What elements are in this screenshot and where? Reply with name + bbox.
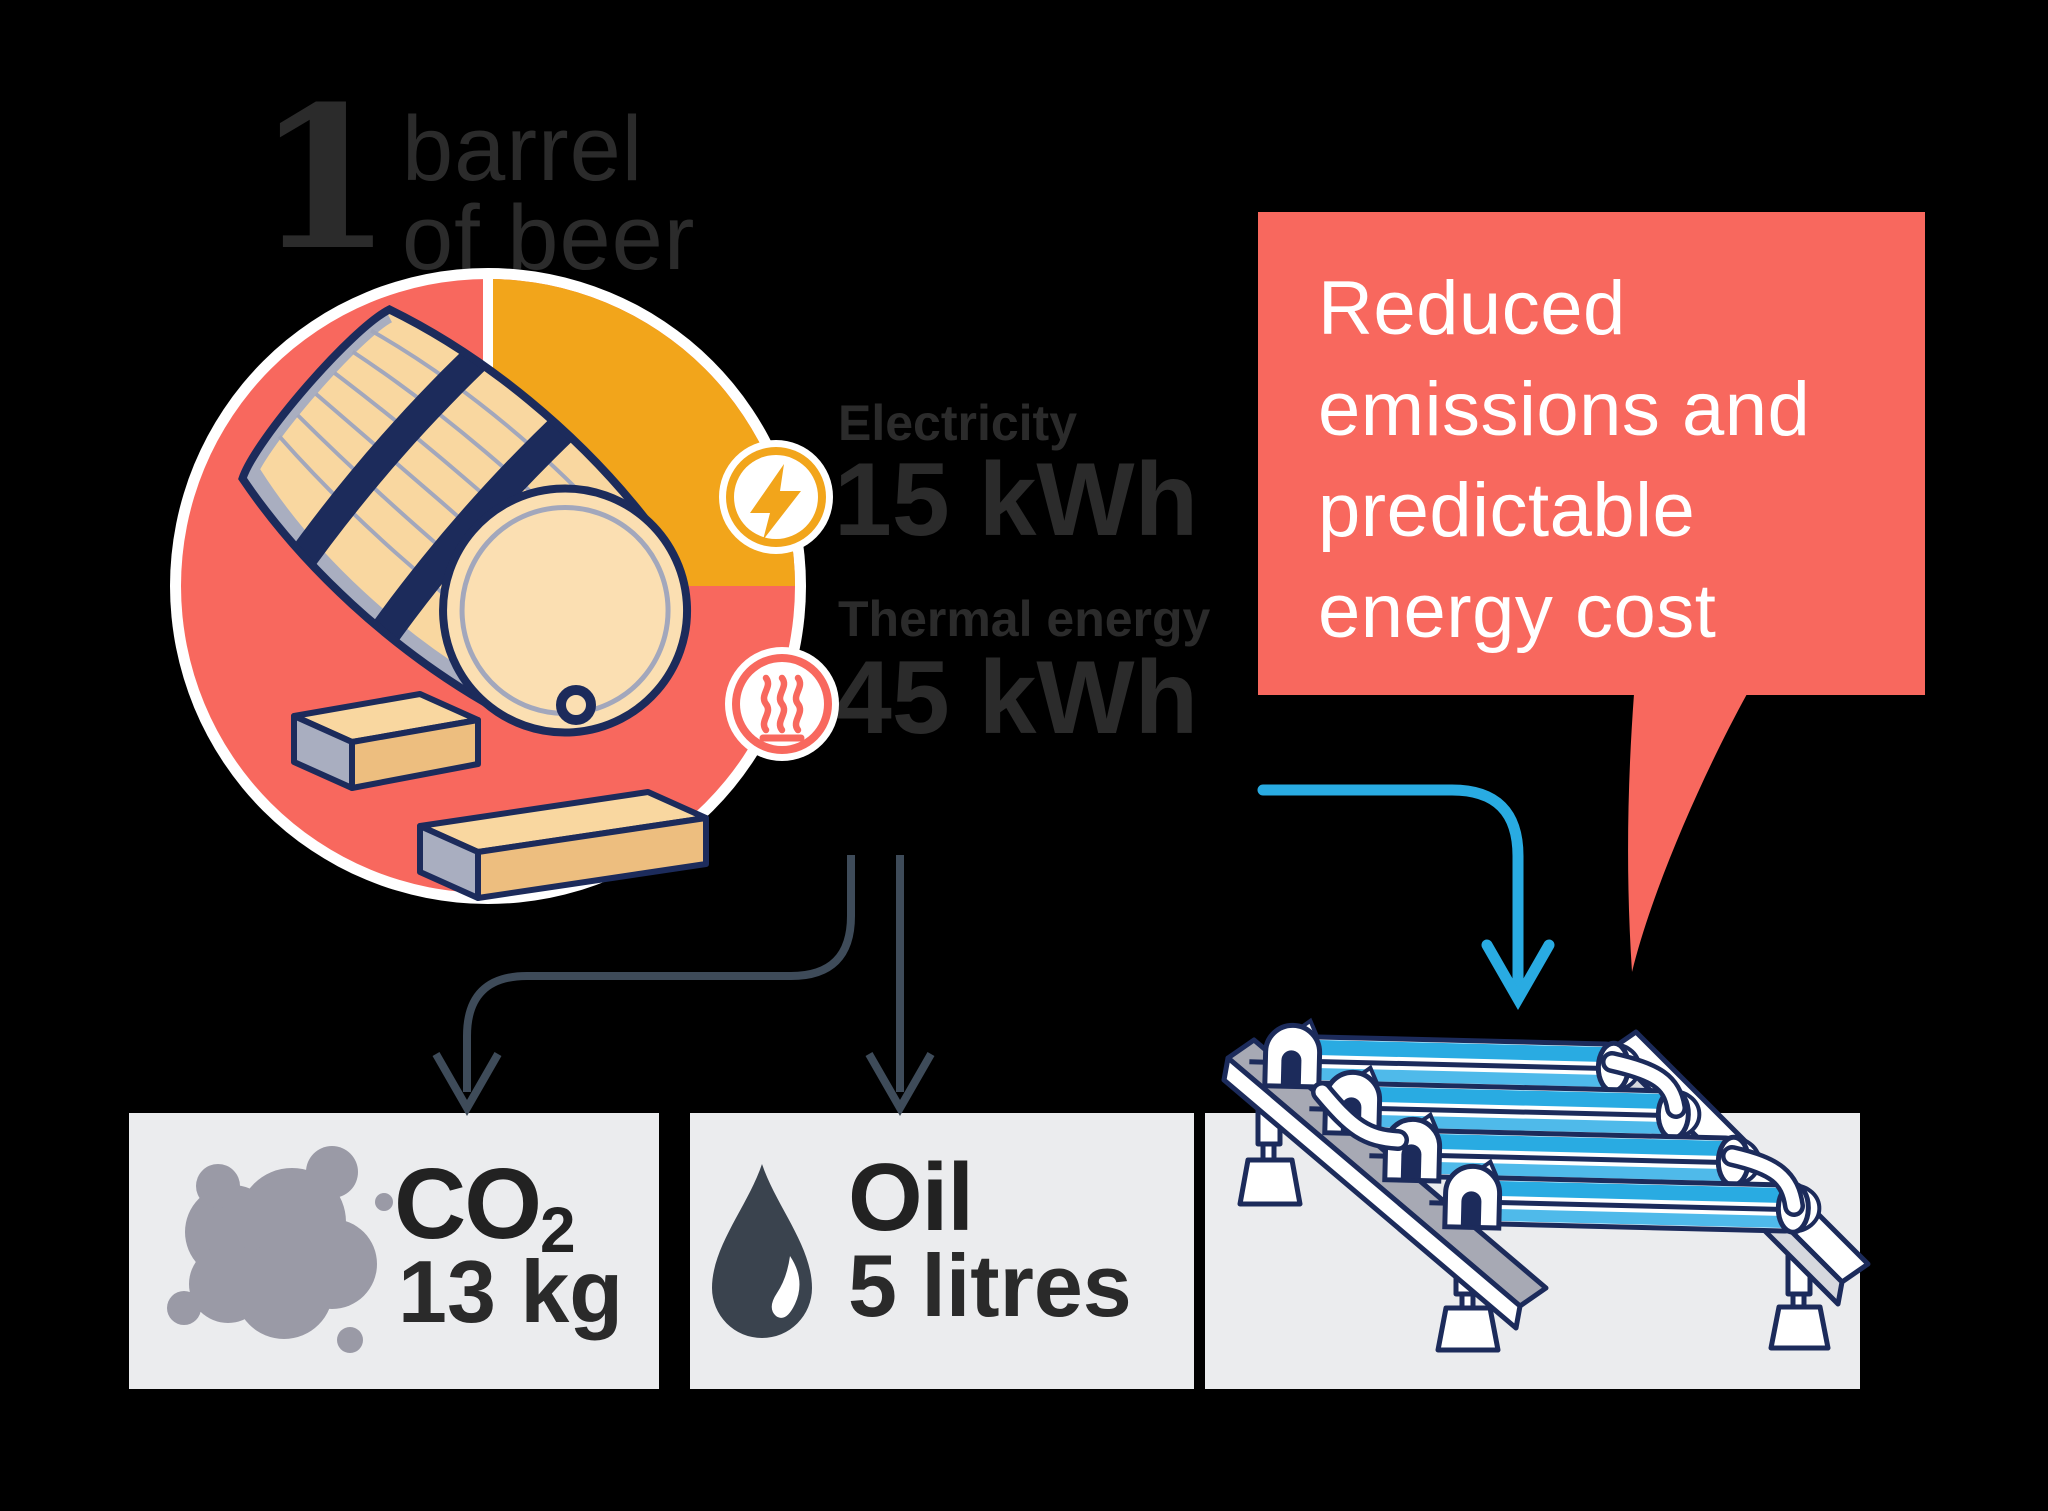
bubble-line-4: energy cost	[1318, 569, 1717, 654]
speech-bubble: Reduced emissions and predictable energy…	[1258, 212, 1925, 695]
barrel-skid-back	[291, 691, 481, 791]
bubble-line-1: Reduced	[1318, 266, 1626, 351]
collector-tube-1	[1249, 1017, 1642, 1094]
co2-arrow	[432, 855, 855, 1117]
pie-divider-line	[483, 277, 493, 586]
solar-arrowhead	[1481, 939, 1555, 1011]
speech-bubble-text: Reduced emissions and predictable energy…	[1318, 258, 1810, 662]
thermal-energy-value: 45 kWh	[834, 640, 1199, 756]
tube-saddle	[1262, 1022, 1323, 1090]
barrel-bunghole	[556, 685, 596, 725]
bubble-line-2: emissions and	[1318, 367, 1811, 452]
pie-slice-electricity	[488, 279, 795, 586]
bubble-line-3: predictable	[1318, 468, 1696, 553]
electricity-label: Electricity	[838, 395, 1078, 451]
co2-subscript: 2	[540, 1194, 576, 1267]
title-line-barrel: barrel	[402, 98, 644, 200]
oil-amount: 5 litres	[848, 1236, 1132, 1335]
solar-collector-card	[1205, 1113, 1860, 1389]
solar-arrow	[1257, 784, 1555, 1011]
barrel-hoop-front	[364, 408, 585, 656]
co2-title: CO2	[394, 1148, 576, 1267]
oil-arrow	[865, 855, 935, 1117]
lightning-bolt-icon	[719, 440, 833, 554]
energy-pie-chart	[170, 268, 806, 904]
quantity-number: 1	[256, 64, 393, 294]
beer-barrel-illustration	[234, 302, 709, 901]
electricity-value: 15 kWh	[834, 442, 1199, 558]
co2-amount: 13 kg	[398, 1242, 624, 1341]
barrel-front-face	[439, 484, 692, 737]
co2-arrowhead	[432, 1052, 502, 1117]
title-line-of-beer: of beer	[402, 187, 696, 289]
heat-waves-icon	[725, 647, 839, 761]
oil-arrowhead	[865, 1052, 935, 1117]
pie-slice-thermal	[181, 279, 795, 893]
flow-arrows	[432, 855, 935, 1117]
barrel-stave-lines	[277, 328, 627, 659]
thermal-energy-label: Thermal energy	[838, 591, 1211, 647]
oil-title: Oil	[848, 1144, 974, 1251]
barrel-hoop-back	[280, 335, 501, 582]
barrel-skid-front	[417, 789, 709, 901]
barrel-body	[234, 302, 692, 737]
speech-bubble-tail	[1628, 694, 1747, 972]
pie-outer-ring	[170, 268, 806, 904]
